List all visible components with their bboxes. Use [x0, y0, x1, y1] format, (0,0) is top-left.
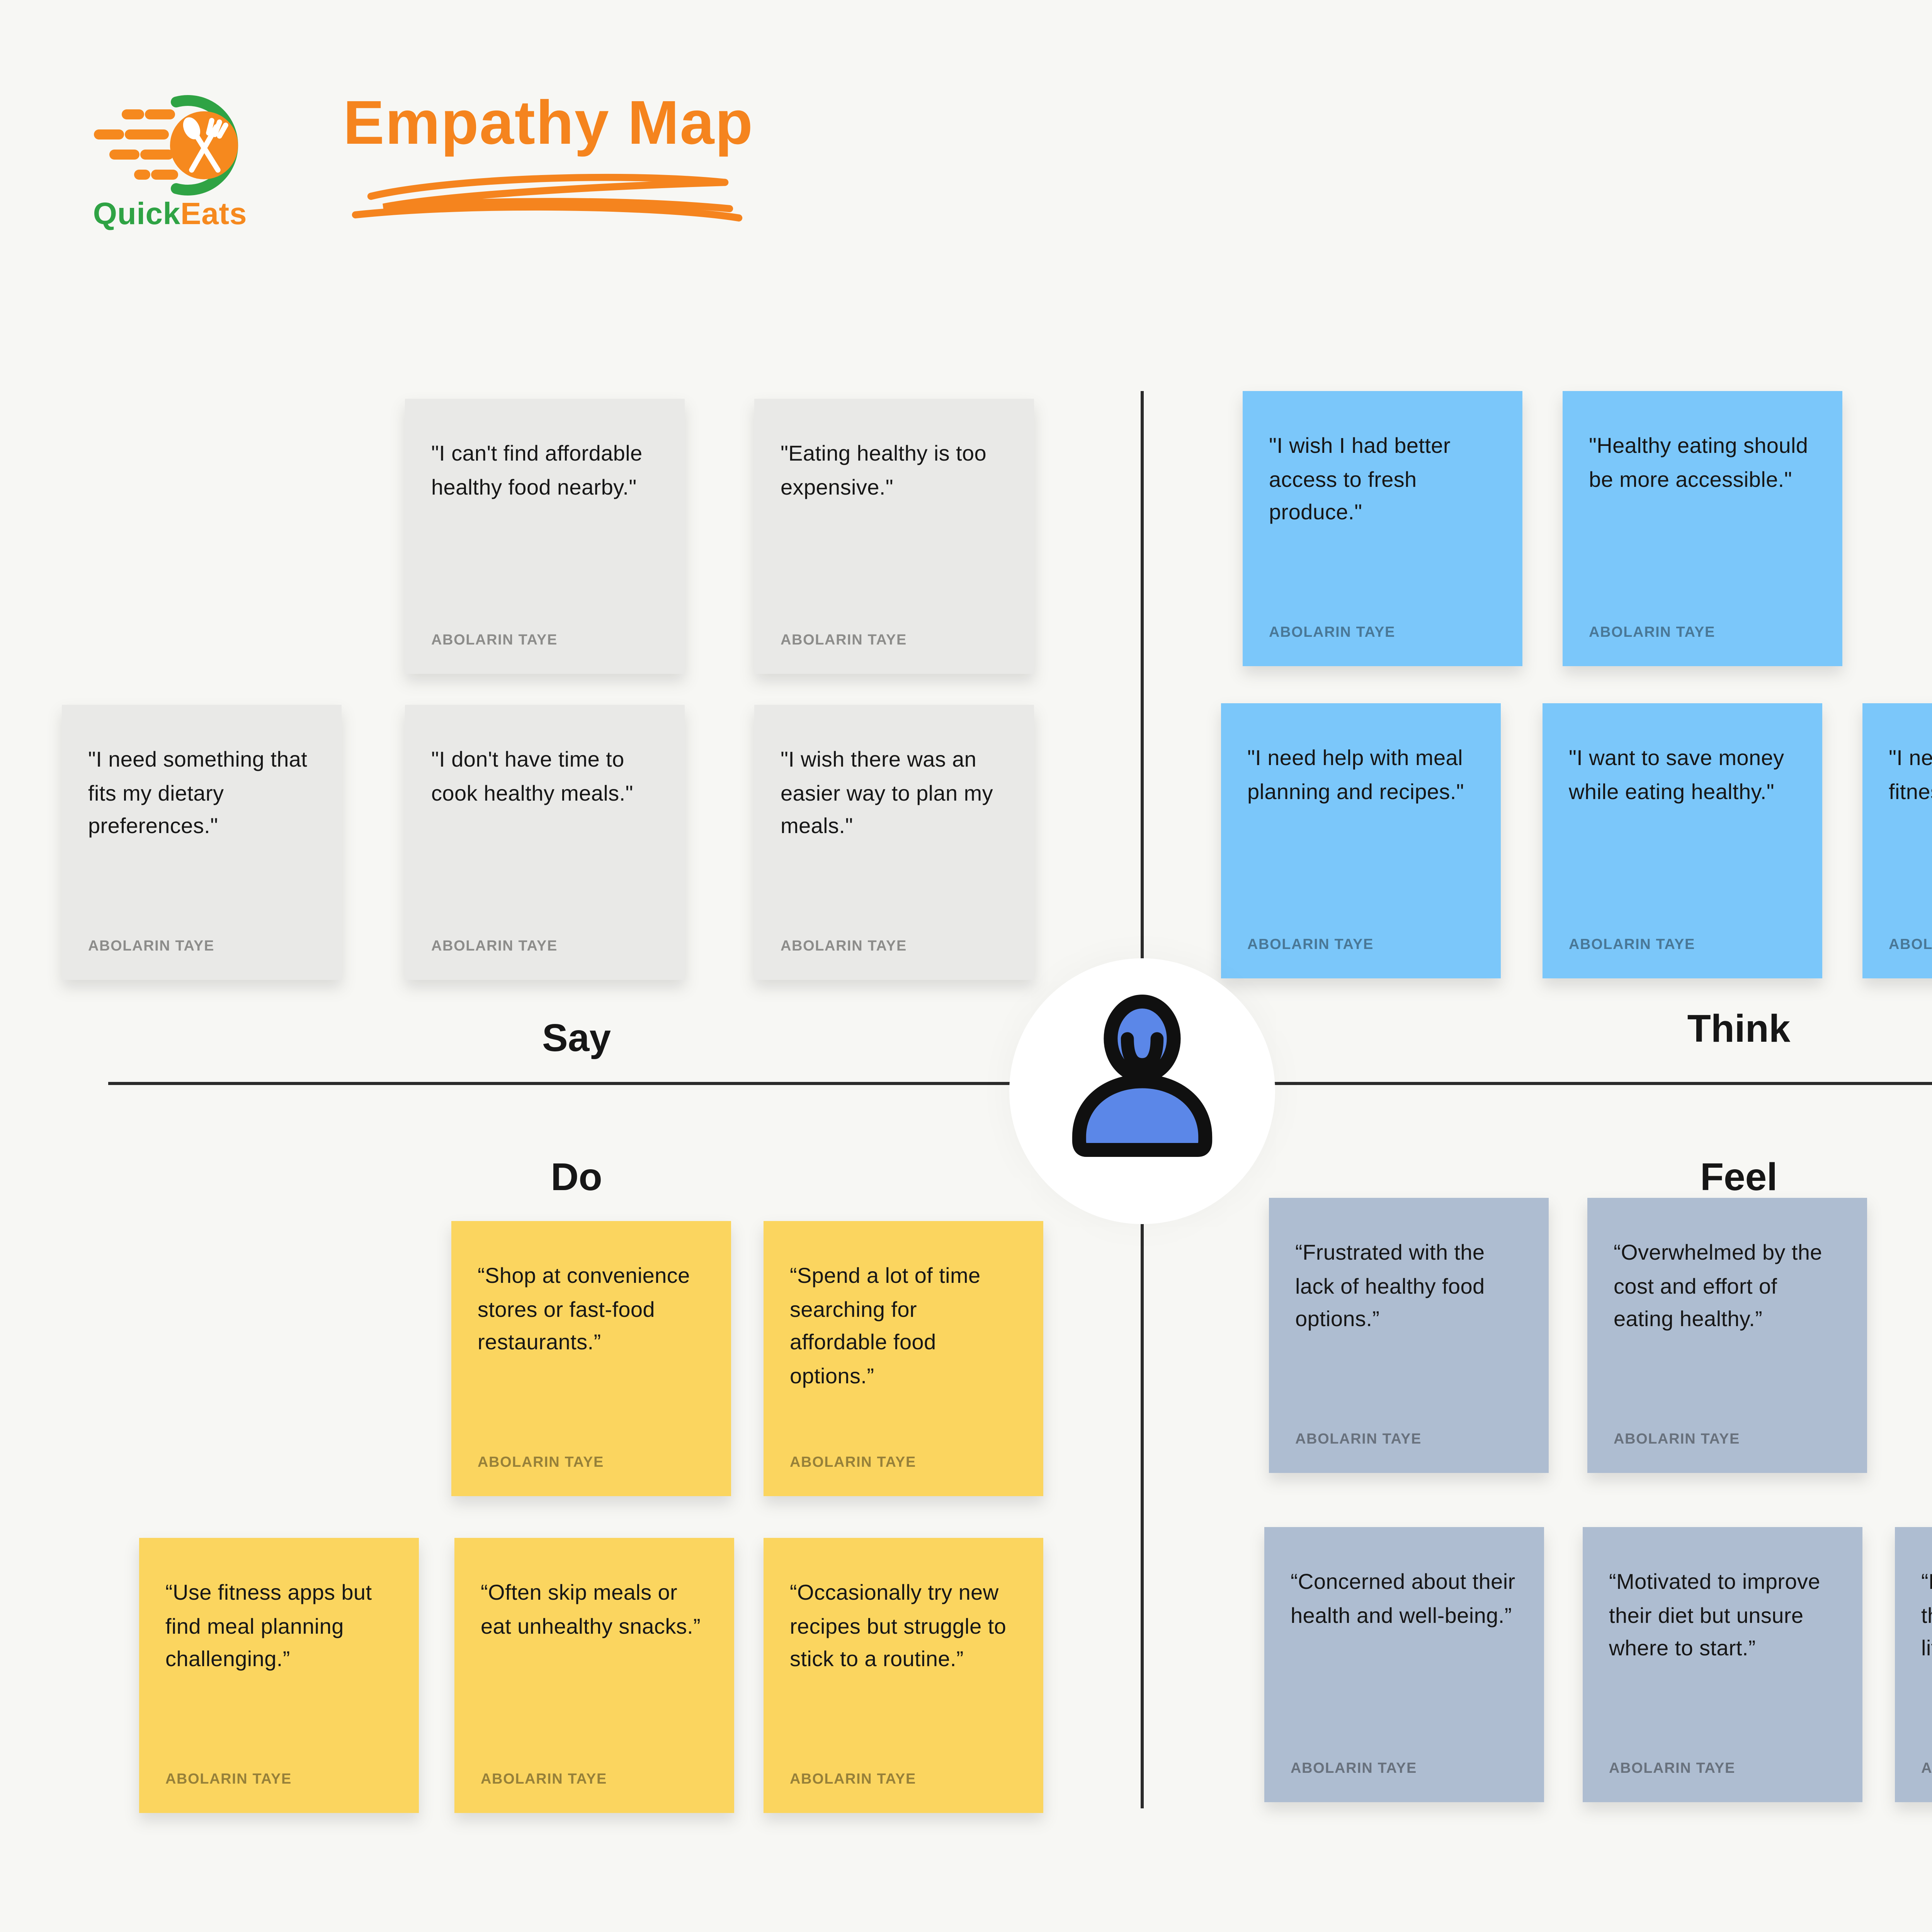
sticky-note-feel[interactable]: “Overwhelmed by the cost and effort of e…: [1587, 1198, 1867, 1473]
note-quote: “Shop at convenience stores or fast-food…: [478, 1263, 690, 1354]
note-quote: “Overwhelmed by the cost and effort of e…: [1614, 1240, 1822, 1331]
note-quote: "I need help with meal planning and reci…: [1247, 745, 1464, 803]
note-quote: “Use fitness apps but find meal planning…: [165, 1580, 372, 1671]
note-author: ABOLARIN TAYE: [790, 1771, 916, 1788]
brand-quick: Quick: [93, 198, 181, 232]
note-author: ABOLARIN TAYE: [1614, 1431, 1740, 1448]
note-quote: “Eager to find solutions that fit their …: [1921, 1569, 1932, 1660]
note-quote: "I need to maintain my fitness goals.": [1889, 745, 1932, 803]
note-author: ABOLARIN TAYE: [1889, 937, 1932, 954]
note-quote: "I need something that fits my dietary p…: [88, 747, 308, 838]
sticky-note-feel[interactable]: “Frustrated with the lack of healthy foo…: [1269, 1198, 1549, 1473]
note-author: ABOLARIN TAYE: [1589, 624, 1715, 641]
title-block: Empathy Map: [343, 90, 753, 224]
quadrant-label-feel: Feel: [1700, 1156, 1778, 1199]
note-quote: "I want to save money while eating healt…: [1569, 745, 1784, 803]
quickeats-logo: QuickEats: [77, 90, 263, 233]
brand-name: QuickEats: [77, 198, 263, 233]
note-quote: “Motivated to improve their diet but uns…: [1609, 1569, 1820, 1660]
note-quote: "I wish I had better access to fresh pro…: [1269, 433, 1451, 524]
note-author: ABOLARIN TAYE: [431, 632, 558, 649]
note-quote: "I can't find affordable healthy food ne…: [431, 440, 643, 498]
note-author: ABOLARIN TAYE: [88, 938, 214, 955]
sticky-note-think[interactable]: "I want to save money while eating healt…: [1543, 703, 1822, 978]
sticky-note-feel[interactable]: “Eager to find solutions that fit their …: [1895, 1527, 1932, 1802]
sticky-note-do[interactable]: “Shop at convenience stores or fast-food…: [451, 1221, 731, 1496]
quickeats-logo-icon: [94, 95, 238, 196]
sticky-note-do[interactable]: “Often skip meals or eat unhealthy snack…: [454, 1538, 734, 1813]
note-quote: “Occasionally try new recipes but strugg…: [790, 1580, 1007, 1671]
note-author: ABOLARIN TAYE: [1291, 1760, 1417, 1777]
note-author: ABOLARIN TAYE: [1921, 1760, 1932, 1777]
note-quote: "Healthy eating should be more accessibl…: [1589, 433, 1808, 491]
brand-eats: Eats: [180, 198, 247, 232]
note-author: ABOLARIN TAYE: [431, 938, 558, 955]
sticky-note-do[interactable]: “Occasionally try new recipes but strugg…: [764, 1538, 1043, 1813]
note-author: ABOLARIN TAYE: [1609, 1760, 1735, 1777]
sticky-note-feel[interactable]: “Motivated to improve their diet but uns…: [1583, 1527, 1862, 1802]
note-quote: “Frustrated with the lack of healthy foo…: [1295, 1240, 1485, 1331]
sticky-note-feel[interactable]: “Concerned about their health and well-b…: [1264, 1527, 1544, 1802]
note-author: ABOLARIN TAYE: [481, 1771, 607, 1788]
sticky-note-think[interactable]: "I need to maintain my fitness goals." A…: [1862, 703, 1932, 978]
quadrant-label-do: Do: [551, 1156, 602, 1199]
sticky-note-say[interactable]: "I can't find affordable healthy food ne…: [405, 399, 685, 674]
note-author: ABOLARIN TAYE: [1295, 1431, 1422, 1448]
sticky-note-think[interactable]: "Healthy eating should be more accessibl…: [1563, 391, 1842, 666]
note-author: ABOLARIN TAYE: [165, 1771, 292, 1788]
person-icon: [1072, 995, 1213, 1157]
sticky-note-do[interactable]: “Use fitness apps but find meal planning…: [139, 1538, 419, 1813]
note-author: ABOLARIN TAYE: [781, 632, 907, 649]
note-quote: "I wish there was an easier way to plan …: [781, 747, 993, 838]
sticky-note-say[interactable]: "I wish there was an easier way to plan …: [754, 705, 1034, 980]
page-title: Empathy Map: [343, 90, 754, 158]
title-underline-scribble: [352, 173, 743, 222]
sticky-note-say[interactable]: "Eating healthy is too expensive." ABOLA…: [754, 399, 1034, 674]
note-author: ABOLARIN TAYE: [790, 1454, 916, 1471]
note-author: ABOLARIN TAYE: [781, 938, 907, 955]
note-author: ABOLARIN TAYE: [1247, 937, 1374, 954]
note-quote: “Often skip meals or eat unhealthy snack…: [481, 1580, 701, 1638]
sticky-note-say[interactable]: "I need something that fits my dietary p…: [62, 705, 342, 980]
note-quote: “Concerned about their health and well-b…: [1291, 1569, 1515, 1627]
sticky-note-do[interactable]: “Spend a lot of time searching for affor…: [764, 1221, 1043, 1496]
note-quote: "I don't have time to cook healthy meals…: [431, 747, 633, 804]
persona-circle: [1009, 958, 1275, 1224]
note-quote: "Eating healthy is too expensive.": [781, 440, 987, 498]
quadrant-label-say: Say: [542, 1017, 611, 1060]
quadrant-label-think: Think: [1687, 1008, 1791, 1051]
note-author: ABOLARIN TAYE: [478, 1454, 604, 1471]
note-quote: “Spend a lot of time searching for affor…: [790, 1263, 981, 1387]
sticky-note-say[interactable]: "I don't have time to cook healthy meals…: [405, 705, 685, 980]
note-author: ABOLARIN TAYE: [1269, 624, 1395, 641]
sticky-note-think[interactable]: "I need help with meal planning and reci…: [1221, 703, 1501, 978]
sticky-note-think[interactable]: "I wish I had better access to fresh pro…: [1243, 391, 1522, 666]
note-author: ABOLARIN TAYE: [1569, 937, 1695, 954]
